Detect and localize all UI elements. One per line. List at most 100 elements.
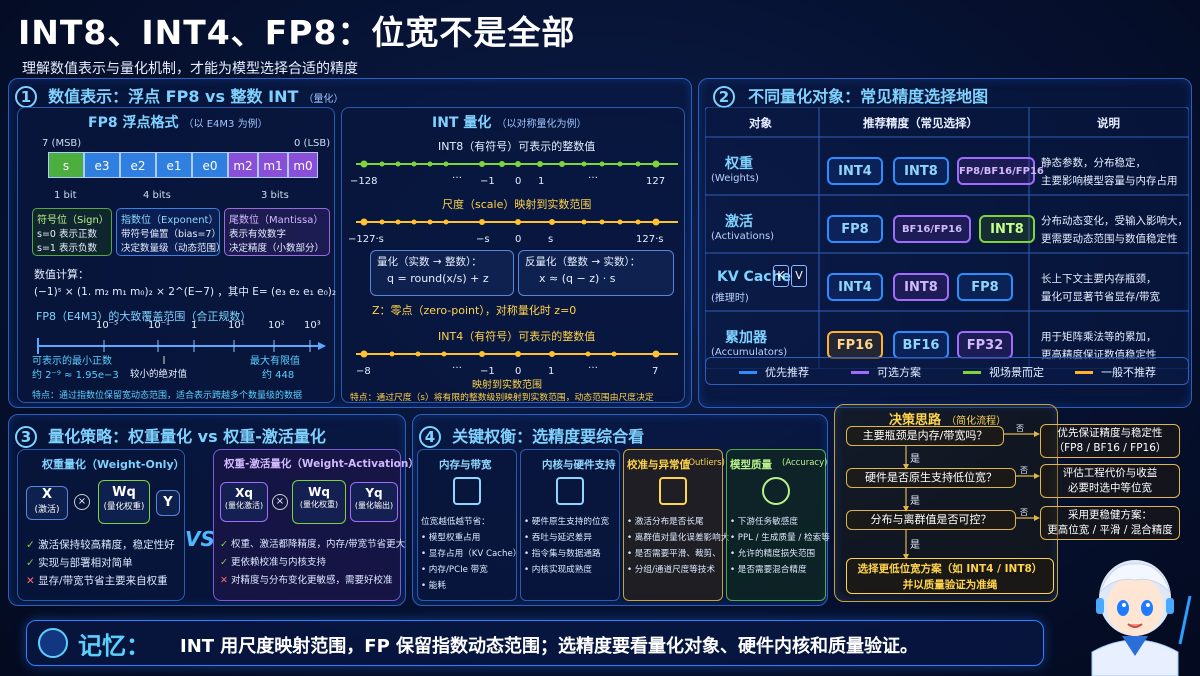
weight-activation-output-sub: (量化输出) bbox=[354, 501, 394, 510]
weight-only-point-1: ✓ 激活保持较高精度，稳定性好 bbox=[26, 536, 175, 554]
tradeoff-item: • 激活分布是否长尾 bbox=[627, 517, 704, 527]
row-object-name: 累加器 bbox=[725, 330, 767, 346]
range-tick-1: 10⁻⁵ bbox=[96, 320, 119, 331]
page-subtitle: 理解数值表示与量化机制，才能为模型选择合适的精度 bbox=[22, 61, 358, 77]
section-title: 数值表示：浮点 FP8 vs 整数 INT bbox=[48, 87, 299, 106]
table-header-desc: 说明 bbox=[1097, 116, 1120, 130]
cross-icon: ✕ bbox=[220, 575, 231, 586]
weight-only-output-box: Y bbox=[156, 490, 180, 516]
max-label: 最大有限值 bbox=[250, 356, 300, 367]
weight-only-point-3: ✕ 显存/带宽节省主要来自权重 bbox=[26, 572, 168, 590]
decision-arrows bbox=[903, 431, 1040, 560]
decision-yes-1: 是 bbox=[910, 454, 920, 465]
weight-only-point-3-text: 显存/带宽节省主要来自权重 bbox=[38, 575, 168, 587]
row-description-line: 静态参数，分布稳定， bbox=[1041, 157, 1146, 169]
bit-m2: m2 bbox=[228, 152, 258, 178]
precision-tag: FP16 bbox=[827, 331, 883, 359]
weight-activation-point-1: ✓ 权重、激活都降精度，内存/带宽节省更大 bbox=[220, 536, 405, 554]
int-note: 特点：通过尺度（s）将有限的整数级别映射到实数范围，动态范围由尺度决定 bbox=[350, 393, 654, 403]
tradeoff-item: • 内核实现成熟度 bbox=[524, 565, 592, 575]
weight-activation-weight: Wq bbox=[308, 485, 330, 499]
tradeoff-item: • 离群值对量化误差影响大 bbox=[627, 533, 730, 543]
small-value-label: 较小的绝对值 bbox=[130, 369, 188, 380]
tradeoff-item: • 内存/PCIe 带宽 bbox=[421, 565, 488, 575]
legend-swatch bbox=[851, 371, 869, 374]
scale-title: 尺度（scale）映射到实数范围 bbox=[442, 198, 592, 211]
fp8-title-note: （以 E4M3 为例） bbox=[183, 119, 268, 130]
range-tick-4: 10¹ bbox=[228, 320, 245, 331]
int4-number-line bbox=[356, 350, 678, 358]
tradeoff-column bbox=[520, 449, 620, 601]
precision-tag: BF16/FP16 bbox=[893, 215, 971, 243]
decision-no-2: 否 bbox=[1020, 466, 1028, 475]
weight-only-point-2: ✓ 实现与部署相对简单 bbox=[26, 554, 133, 572]
weight-activation-weight-sub: (量化权重) bbox=[299, 500, 339, 509]
tradeoff-column-title: 内核与硬件支持 bbox=[542, 459, 616, 471]
row-object-sub: (推理时) bbox=[711, 293, 749, 304]
int4-tick-max: 7 bbox=[652, 366, 659, 377]
exponent-title: 指数位（Exponent） bbox=[121, 215, 219, 226]
weight-only-input: X bbox=[41, 487, 53, 502]
decision-question-3: 分布与离群值是否可控？ bbox=[846, 510, 1016, 530]
quantize-box: 量化（实数 → 整数）： q = round(x/s) + z bbox=[370, 250, 514, 296]
legend-label: 一般不推荐 bbox=[1101, 366, 1156, 379]
legend-label: 优先推荐 bbox=[765, 366, 809, 379]
weight-only-panel: 权重量化（Weight-Only） X (激活) × Wq (量化权重) Y ✓… bbox=[17, 449, 185, 601]
weight-activation-output-box: Yq (量化输出) bbox=[350, 482, 398, 522]
mantissa-box: 尾数位（Mantissa） 表示有效数字 决定精度（小数部分） bbox=[224, 208, 330, 256]
int8-tick-neg1: −1 bbox=[480, 176, 495, 187]
bit-e0: e0 bbox=[192, 152, 228, 178]
fp8-range-axis bbox=[37, 338, 326, 364]
table-header-precision: 推荐精度（常见选择） bbox=[863, 116, 978, 130]
tradeoff-column-title: 模型质量 bbox=[730, 459, 772, 471]
exponent-box: 指数位（Exponent） 带符号偏置（bias=7） 决定数量级（动态范围） bbox=[116, 208, 226, 256]
decision-question-2: 硬件是否原生支持低位宽？ bbox=[846, 468, 1016, 488]
multiply-icon: × bbox=[272, 494, 288, 510]
precision-tag: FP8/BF16/FP16 bbox=[957, 157, 1044, 185]
weight-activation-title: 权重-激活量化（Weight-Activation） bbox=[224, 458, 419, 470]
int8-tick-dots-1: … bbox=[452, 170, 462, 181]
weight-activation-panel: 权重-激活量化（Weight-Activation） Xq (量化激活) × W… bbox=[213, 449, 419, 601]
int4-tick-one: 1 bbox=[548, 366, 555, 377]
weight-activation-point-3-text: 对精度与分布变化更敏感，需要好校准 bbox=[230, 575, 393, 586]
tradeoff-item: • 下游任务敏感度 bbox=[730, 517, 798, 527]
scale-tick-neg-s: −s bbox=[476, 234, 490, 245]
weight-activation-point-2-text: 更依赖校准与内核支持 bbox=[230, 557, 326, 568]
range-tick-3: 1 bbox=[191, 320, 198, 331]
tradeoff-column bbox=[417, 449, 517, 601]
decision-question-1: 主要瓶颈是内存/带宽吗？ bbox=[846, 426, 1004, 446]
vs-label: VS bbox=[185, 527, 215, 551]
row-object-sub: (Activations) bbox=[711, 231, 775, 242]
section-title-note: （量化） bbox=[303, 94, 344, 105]
decision-title: 决策思路 bbox=[889, 413, 942, 428]
tradeoff-item: • 是否需要平滑、裁剪、 bbox=[627, 549, 721, 559]
tradeoff-column bbox=[726, 449, 826, 601]
tradeoff-item: • 指令集与数据通路 bbox=[524, 549, 601, 559]
range-tick-2: 10⁻¹ bbox=[148, 320, 171, 331]
scale-tick-min: −127·s bbox=[348, 234, 384, 245]
bit-e2: e2 bbox=[120, 152, 156, 178]
row-description-line: 主要影响模型容量与内存占用 bbox=[1041, 175, 1178, 187]
weight-only-title: 权重量化（Weight-Only） bbox=[42, 458, 185, 471]
check-icon: ✓ bbox=[26, 539, 39, 551]
int8-tick-zero: 0 bbox=[515, 176, 522, 187]
tradeoff-item: • 硬件原生支持的位宽 bbox=[524, 517, 610, 527]
precision-tag: FP8 bbox=[827, 215, 883, 243]
decision-answer-1: 优先保证精度与稳定性 （FP8 / BF16 / FP16） bbox=[1040, 424, 1180, 458]
section-title: 关键权衡：选精度要综合看 bbox=[452, 427, 645, 446]
row-description-line: 用于矩阵乘法等的累加， bbox=[1041, 331, 1157, 343]
multiply-icon: × bbox=[74, 494, 90, 510]
min-label: 可表示的最小正数 bbox=[32, 356, 112, 367]
mantissa-title: 尾数位（Mantissa） bbox=[229, 215, 324, 226]
weight-only-point-2-text: 实现与部署相对简单 bbox=[38, 557, 133, 569]
tradeoff-item: • 模型权重占用 bbox=[421, 533, 481, 543]
range-title: FP8（E4M3）的大致覆盖范围（合正规数） bbox=[36, 310, 252, 323]
tradeoff-item: • 分组/通道尺度等技术 bbox=[627, 565, 716, 575]
tradeoff-item: • 是否需要混合精度 bbox=[730, 565, 807, 575]
decision-title-note: （简化流程） bbox=[946, 416, 1007, 427]
weight-only-weight-box: Wq (量化权重) bbox=[98, 480, 150, 524]
bit-e3: e3 bbox=[84, 152, 120, 178]
int8-number-line bbox=[356, 160, 678, 168]
int8-tick-one: 1 bbox=[538, 176, 545, 187]
precision-tag: BF16 bbox=[893, 331, 949, 359]
